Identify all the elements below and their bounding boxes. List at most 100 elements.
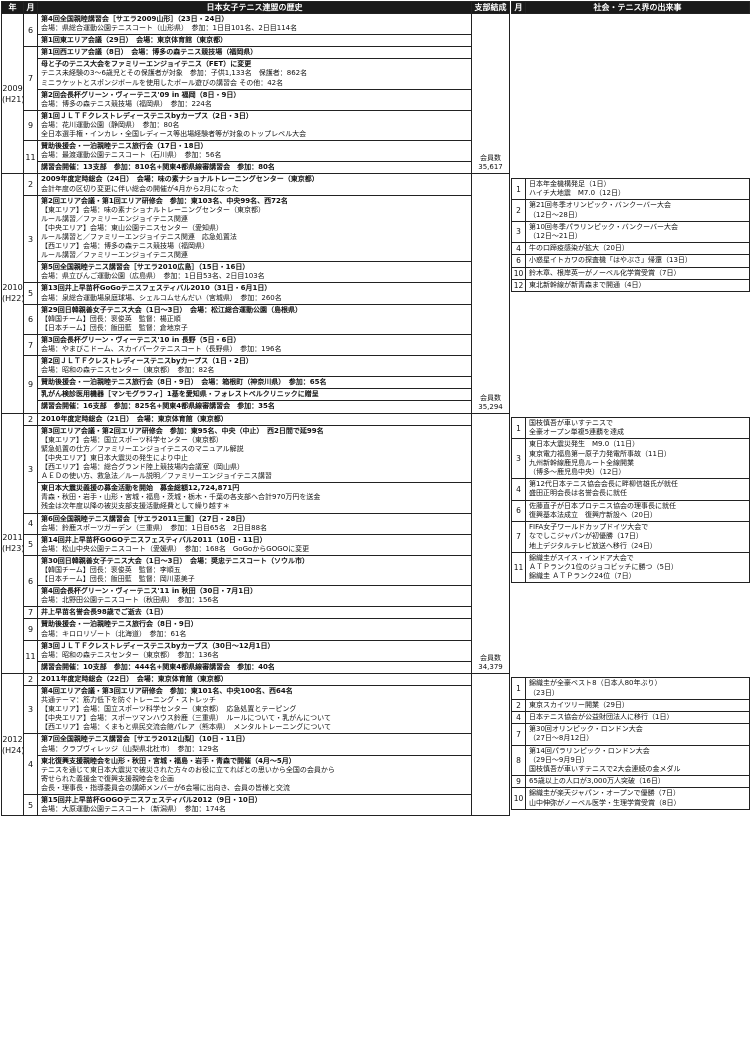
event-title: 第2回エリア会議・第1回エリア研修会 参加：東103名、中央99名、西72名 (41, 196, 288, 205)
society-event-line: 第10回冬季パラリンピック・バンクーバー大会 (529, 222, 679, 231)
event-cell: 第4回会長杯グリーン・ヴィーテニス'11 in 秋田（30日・7月1日）会場：北… (37, 585, 472, 608)
month-cell: 3 (23, 424, 38, 514)
society-event-line: 小惑星イトカワの探査機「はやぶさ」帰還（13日） (529, 256, 692, 265)
event-detail: 会場：昭和の森テニスセンター（東京都） 参加：82名 (41, 366, 215, 375)
month-cell: 5 (23, 282, 38, 305)
society-event-line: 地上デジタルテレビ放送へ移行（24日） (529, 541, 657, 550)
society-event-cell: 東京スカイツリー開業（29日） (525, 698, 750, 713)
event-detail: 緊急処置の仕方／ファミリーエンジョイテニスのマニュアル解説 (41, 444, 244, 453)
event-detail: 会場：花川運動公園（静岡県） 参加：80名 (41, 120, 180, 129)
month-cell: 11 (23, 639, 38, 674)
society-event-line: 復興基本法成立 復興庁新設へ（20日） (529, 510, 657, 519)
event-detail: 会場：やまびこドーム、スカイパークテニスコート（長野県） 参加：196名 (41, 345, 282, 353)
event-title: 2010年度定時総会（21日） 会場：東京体育館（東京都） (41, 414, 228, 423)
society-event-line: 全豪オープン単複5連覇を達成 (529, 428, 625, 437)
society-month-cell: 4 (511, 478, 526, 501)
event-detail: 会場：北野田公園テニスコート（秋田県） 参加：156名 (41, 596, 219, 605)
event-cell: 第2回エリア会議・第1回エリア研修会 参加：東103名、中央99名、西72名【東… (37, 194, 472, 263)
month-cell: 2 (23, 173, 38, 196)
event-cell: 2009年度定時総会（24日） 会場：味の素ナショナルトレーニングセンター（東京… (37, 173, 472, 196)
event-title: 講習会開催：10支部 参加：444名+関東4都県線審講習会 参加：40名 (41, 662, 275, 671)
event-cell: 講習会開催：16支部 参加：825名+関東4都県線審講習会 参加：35名 (37, 400, 472, 414)
year-label: 2009 (2, 83, 23, 93)
month-cell: 6 (23, 554, 38, 608)
society-month-cell: 7 (511, 723, 526, 746)
member-count-label: 会員数 (480, 154, 501, 163)
event-cell: 賛助後援会・一泊親睦テニス旅行会（17日・18日）会場：最渡運動公園テニスコート… (37, 140, 472, 163)
society-event-line: ハイチ大地震 M7.0（12日） (529, 189, 625, 198)
event-detail: 会場：鈴鹿スポーツガーデン（三重県） 参加：1日目65名 2日目88名 (41, 523, 268, 532)
history-row: 第2回会長杯グリーン・ヴィーテニス'09 in 福岡（8日・9日）会場：博多の森… (2, 88, 510, 111)
event-detail: 会場：県立びんご運動公園（広島県） 参加：1日目53名、2日目103名 (41, 272, 265, 281)
event-title: 東北復興支援親睦会を山形・秋田・宮城・福島・岩手・青森で開催（4月～5月） (41, 756, 296, 765)
history-row: 乳がん検診医用機器［マンモグラフィ］1基を愛知県・フォレストベルクリニックに贈呈 (2, 388, 510, 402)
member-count-label: 会員数 (480, 393, 501, 402)
month-cell: 6 (23, 303, 38, 335)
society-event-cell: 錦織圭が全豪ベスト8（日本人80年ぶり）（23日） (525, 677, 750, 700)
society-month-cell: 2 (511, 199, 526, 222)
event-title: 第1回ＪＬＴＦクレストレディーステニスbyカープス（2日・3日） (41, 111, 253, 120)
event-cell: 第1回西エリア会議（8日） 会場：博多の森テニス競技場（福岡県） (37, 46, 472, 60)
society-month-cell: 1 (511, 177, 526, 201)
society-event-line: 錦織圭が楽天ジャパン・オープンで優勝（7日） (529, 789, 681, 798)
event-cell: 賛助後援会・一泊親睦テニス旅行会（8日・9日） 会場：箱根町（神奈川県） 参加：… (37, 376, 472, 390)
event-title: 井上早苗名誉会長98歳でご逝去（1日） (41, 608, 168, 617)
event-detail: 会場：大原運動公園テニスコート（新潟県） 参加：174名 (41, 805, 226, 814)
society-month-cell: 4 (511, 711, 526, 725)
event-title: 第14回井上早苗杯GOGOテニスフェスティバル2011（10日・11日） (41, 535, 267, 544)
event-detail: 【中央エリア】会場：東山公園テニスセンター（愛知県） (41, 223, 223, 232)
month-cell: 7 (23, 606, 38, 620)
event-title: 賛助後援会・一泊親睦テニス旅行会（8日・9日） 会場：箱根町（神奈川県） 参加：… (41, 378, 327, 387)
year-cell: 2012(H24) (1, 672, 24, 817)
society-event-line: 錦織圭 ＡＴＰランク24位（7日） (529, 572, 636, 581)
year-cell: 2010(H22) (1, 173, 24, 414)
event-cell: 2011年度定時総会（22日） 会場：東京体育館（東京都） (37, 672, 472, 687)
society-month-cell: 12 (511, 278, 526, 292)
member-count-value: 35,617 (478, 163, 503, 172)
event-detail: 【東エリア】会場：国立スポーツ科学センター（東京都） 応急処置とテーピング (41, 705, 297, 714)
month-cell: 9 (23, 618, 38, 641)
society-month-cell: 10 (511, 266, 526, 280)
society-month-cell: 8 (511, 744, 526, 777)
month-cell: 2 (23, 672, 38, 687)
event-detail: 青森・秋田・岩手・山形・宮城・福島・茨城・栃木・千葉の各支部へ合計970万円を送… (41, 493, 321, 502)
event-title: 第6回全国親睦テニス講習会［サエラ2011三重］（27日・28日） (41, 514, 250, 523)
society-event-line: （12日～28日） (529, 210, 582, 219)
event-cell: 第29回日韓親善女子テニス大会（1日～3日） 会場：松江総合運動公園（島根県）【… (37, 303, 472, 335)
event-detail: ルール講習／ファミリーエンジョイテニス関連 (41, 214, 188, 223)
event-title: 賛助後援会・一泊親睦テニス旅行会（8日・9日） (41, 620, 198, 629)
event-cell: 2010年度定時総会（21日） 会場：東京体育館（東京都） (37, 412, 472, 426)
month-cell: 9 (23, 355, 38, 414)
society-month-cell: 3 (511, 220, 526, 244)
event-cell: 第3回ＪＬＴＦクレストレディーステニスbyカープス（30日～12月1日）会場：昭… (37, 639, 472, 662)
society-event-cell: 第30回オリンピック・ロンドン大会（27日～8月12日） (525, 723, 750, 746)
event-title: 第2回ＪＬＴＦクレストレディーステニスbyカープス（1日・2日） (41, 357, 253, 366)
society-event-cell: 第14回パラリンピック・ロンドン大会（29日～9月9日）国枝慎吾が車いすテニスで… (525, 744, 750, 777)
year-label: 2012 (2, 734, 23, 744)
event-title: 第1回西エリア会議（8日） 会場：博多の森テニス競技場（福岡県） (41, 48, 258, 57)
society-event-line: 国枝慎吾が車いすテニスで2大会連続の金メダル (529, 765, 681, 774)
event-title: 第1回東エリア会議（29日） 会場：東京体育館（東京都） (41, 36, 228, 45)
event-detail: テニス未経験の3～6歳児とその保護者が対象 参加：子供1,133名 保護者：86… (41, 69, 308, 78)
society-event-line: 第14回パラリンピック・ロンドン大会 (529, 746, 650, 755)
event-detail: 会場：博多の森テニス競技場（福岡県） 参加：224名 (41, 99, 212, 108)
society-event-line: 錦織圭が全豪ベスト8（日本人80年ぶり） (529, 679, 662, 688)
